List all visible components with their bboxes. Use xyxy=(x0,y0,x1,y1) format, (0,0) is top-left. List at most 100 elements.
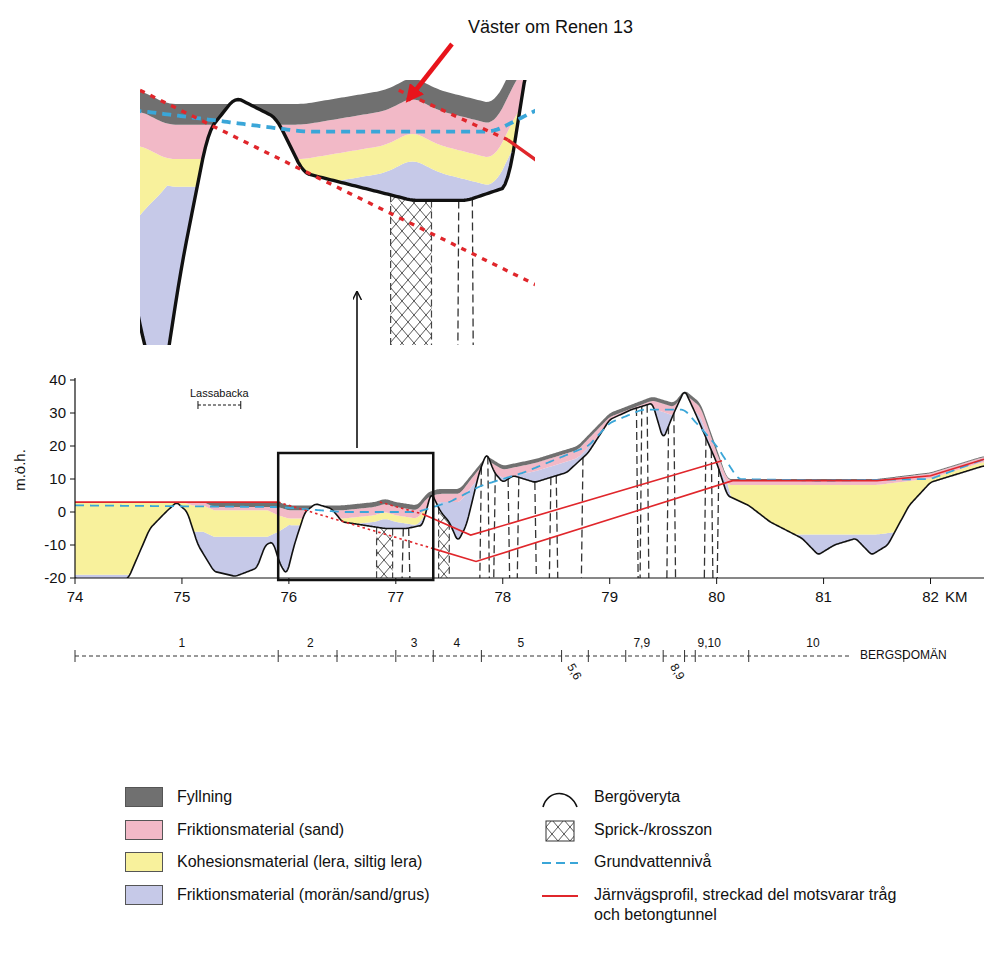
railway-tunnel xyxy=(380,502,423,514)
soil-section xyxy=(140,80,535,345)
fracture-line xyxy=(581,458,583,578)
fracture-line xyxy=(508,479,510,578)
rock-surface xyxy=(75,393,984,578)
tick-label: 77 xyxy=(387,588,404,605)
tick-label: 30 xyxy=(49,404,66,421)
legend-symbol xyxy=(540,852,580,874)
legend-text: Friktionsmaterial (sand) xyxy=(177,820,344,840)
axis-unit: KM xyxy=(945,588,968,605)
y-axis xyxy=(74,378,75,578)
fracture-edge xyxy=(431,200,432,345)
legend-symbol xyxy=(540,820,580,842)
callout-text: Väster om Renen 13 xyxy=(468,17,633,38)
callout-arrow xyxy=(408,44,452,100)
domain-label: 8,9 xyxy=(666,661,687,684)
fracture-symbol xyxy=(546,821,574,841)
fracture-zone xyxy=(439,508,450,578)
domain-label: 4 xyxy=(452,637,461,651)
legend-item: Sprick-/krosszon xyxy=(540,820,712,842)
fracture-line xyxy=(472,199,474,345)
fracture-zone xyxy=(391,195,432,345)
tick-mark xyxy=(609,578,610,584)
tick-label: -10 xyxy=(44,536,66,553)
domain-tick xyxy=(481,650,482,662)
bracket-end xyxy=(197,401,198,409)
fracture-line xyxy=(401,529,403,579)
tick-label: 10 xyxy=(49,470,66,487)
soil-section xyxy=(75,392,984,578)
fracture-line xyxy=(517,477,519,578)
legend-item: Friktionsmaterial (morän/sand/grus) xyxy=(125,885,430,905)
domain-tick xyxy=(75,650,76,662)
fracture-line xyxy=(535,482,537,578)
tick-label: 80 xyxy=(708,588,725,605)
legend-item: Bergöveryta xyxy=(540,787,680,809)
railway-symbol xyxy=(542,895,578,897)
domain-line xyxy=(75,656,850,657)
tick-mark xyxy=(716,578,717,584)
tick-label: 40 xyxy=(49,371,66,388)
main-section xyxy=(75,392,984,611)
domain-tick xyxy=(748,650,749,662)
railway-profile xyxy=(423,461,722,535)
fracture-line xyxy=(556,476,558,578)
legend-text: Grundvattennivå xyxy=(594,852,711,872)
tick-mark xyxy=(75,578,76,584)
fracture-line xyxy=(409,528,411,578)
bracket-line xyxy=(198,405,241,406)
fracture-line xyxy=(640,406,642,578)
tick-mark xyxy=(930,578,931,584)
domain-tick xyxy=(625,650,626,662)
legend-text: Kohesionsmaterial (lera, siltig lera) xyxy=(177,852,422,872)
tick-label: 79 xyxy=(601,588,618,605)
extent-bracket xyxy=(198,401,241,409)
domain-tick xyxy=(695,650,696,662)
legend-item: Kohesionsmaterial (lera, siltig lera) xyxy=(125,852,422,872)
groundwater-line xyxy=(75,410,984,512)
domain-label: 2 xyxy=(306,637,315,651)
tick-mark xyxy=(70,512,75,513)
zoom-frame xyxy=(278,453,433,580)
fracture-edge xyxy=(438,508,439,578)
tick-mark xyxy=(181,578,182,584)
fracture-line xyxy=(711,450,713,578)
domain-label: 3 xyxy=(410,637,419,651)
legend-item: Järnvägsprofil, streckad del motsvarar t… xyxy=(540,885,914,925)
legend-swatch xyxy=(125,885,163,905)
domain-tick xyxy=(395,650,396,662)
axes xyxy=(70,378,984,584)
legend-swatch xyxy=(125,787,163,807)
domain-tick xyxy=(337,650,338,662)
soil-layer xyxy=(75,392,984,511)
railway-profile xyxy=(433,459,984,561)
legend-item: Grundvattennivå xyxy=(540,852,711,874)
rock-symbol xyxy=(543,794,577,808)
bracket-end xyxy=(240,401,241,409)
legend-text: Sprick-/krosszon xyxy=(594,820,712,840)
fracture-line xyxy=(488,457,490,578)
fracture-line xyxy=(636,408,638,578)
legend-text: Järnvägsprofil, streckad del motsvarar t… xyxy=(594,885,914,925)
legend-item: Fyllning xyxy=(125,787,232,807)
groundwater-symbol xyxy=(542,862,578,864)
x-axis xyxy=(75,577,984,578)
soil-layer xyxy=(75,393,984,578)
legend-item: Friktionsmaterial (sand) xyxy=(125,820,344,840)
tick-mark xyxy=(70,380,75,381)
fracture-line xyxy=(479,467,481,578)
legend-symbol xyxy=(540,885,580,907)
railway-profile xyxy=(75,501,278,503)
legend-symbol xyxy=(540,787,580,809)
domain-label: 9,10 xyxy=(696,637,721,651)
axis-title: BERGSDOMÄN xyxy=(860,649,947,663)
railway-profile xyxy=(508,80,535,228)
domain-tick xyxy=(561,650,562,662)
fracture-line xyxy=(493,473,495,578)
tick-label: 20 xyxy=(49,437,66,454)
domain-label: 7,9 xyxy=(632,637,651,651)
tick-mark xyxy=(70,479,75,480)
tick-label: 81 xyxy=(815,588,832,605)
tick-mark xyxy=(70,446,75,447)
tick-mark xyxy=(70,578,75,579)
